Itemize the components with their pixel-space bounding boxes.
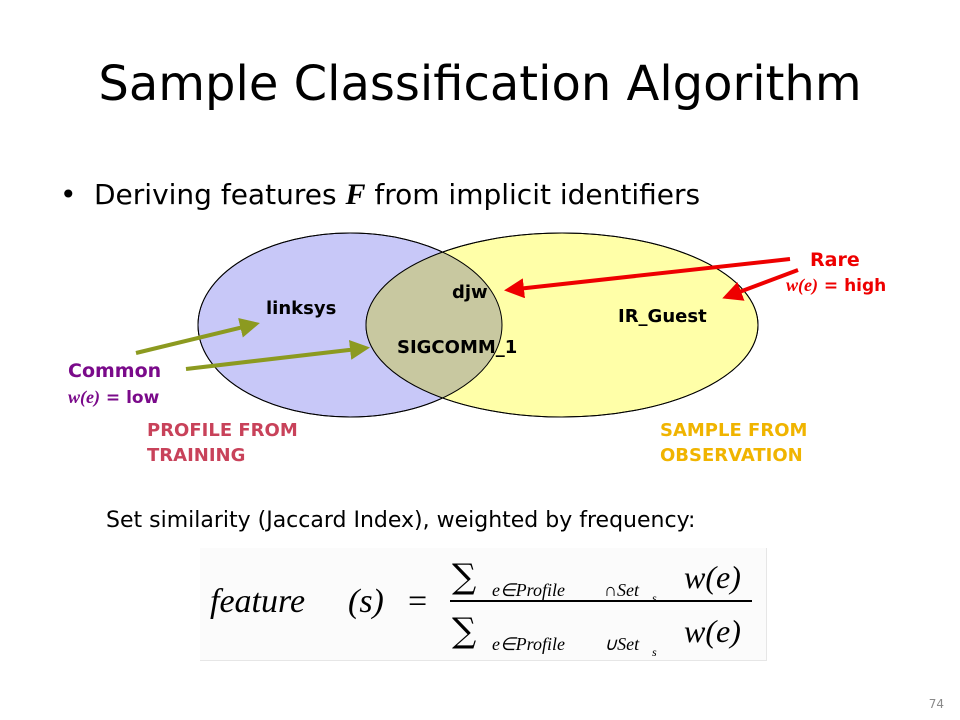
rare-label: Rare: [810, 249, 860, 271]
formula-equals: =: [408, 583, 427, 620]
common-weight-value: = low: [99, 388, 160, 408]
bullet-dot: •: [60, 178, 77, 211]
formula-image: feature (s) = ∑ e∈Profile ∩Set s w(e) ∑ …: [200, 548, 767, 661]
rare-weight: w(e) = high: [786, 275, 886, 296]
numerator-sub-a: e∈Profile: [492, 580, 565, 600]
formula-arg: (s): [348, 583, 384, 620]
venn-item-linksys: linksys: [266, 298, 337, 319]
denominator-sub-b: ∪Set: [604, 634, 640, 654]
numerator-sub-b: ∩Set: [604, 580, 640, 600]
sample-caption-line1: SAMPLE FROM: [660, 420, 808, 441]
rare-weight-symbol: w(e): [786, 275, 818, 295]
rare-arrow-to-irguest: [722, 268, 799, 301]
intersection-region: [366, 233, 502, 417]
bullet-text-before: Deriving features: [94, 178, 346, 211]
denominator-sub-a: e∈Profile: [492, 634, 565, 654]
formula-lhs: feature: [210, 583, 305, 620]
common-arrow-to-sigcomm: [185, 339, 370, 371]
profile-caption-line1: PROFILE FROM: [147, 420, 298, 441]
profile-set-outline: [197, 232, 503, 418]
common-weight: w(e) = low: [68, 387, 159, 408]
rare-arrow-to-djw: [504, 257, 791, 299]
numerator-weight: w(e): [684, 559, 741, 595]
bullet-text-after: from implicit identifiers: [365, 178, 701, 211]
sample-caption-line2: OBSERVATION: [660, 445, 803, 466]
sample-set-outline: [365, 232, 759, 418]
similarity-caption: Set similarity (Jaccard Index), weighted…: [106, 508, 696, 533]
slide-number: 74: [928, 697, 944, 711]
venn-item-irguest: IR_Guest: [618, 306, 707, 327]
denominator-set-index: s: [652, 645, 657, 659]
venn-item-djw: djw: [452, 282, 488, 303]
denominator-sum: ∑: [452, 611, 476, 651]
profile-caption-line2: TRAINING: [147, 445, 246, 466]
rare-weight-value: = high: [817, 276, 887, 296]
slide-title: Sample Classification Algorithm: [98, 56, 862, 112]
numerator-sum: ∑: [452, 557, 476, 597]
numerator-set-index: s: [652, 591, 657, 605]
common-arrow-to-linksys: [135, 318, 260, 355]
venn-item-sigcomm: SIGCOMM_1: [397, 337, 518, 358]
feature-formula: feature (s) = ∑ e∈Profile ∩Set s w(e) ∑ …: [210, 557, 752, 659]
bullet-point: • Deriving features F from implicit ident…: [60, 178, 700, 212]
common-label: Common: [68, 360, 162, 382]
denominator-weight: w(e): [684, 613, 741, 649]
feature-variable: F: [345, 178, 366, 211]
common-weight-symbol: w(e): [68, 387, 100, 407]
